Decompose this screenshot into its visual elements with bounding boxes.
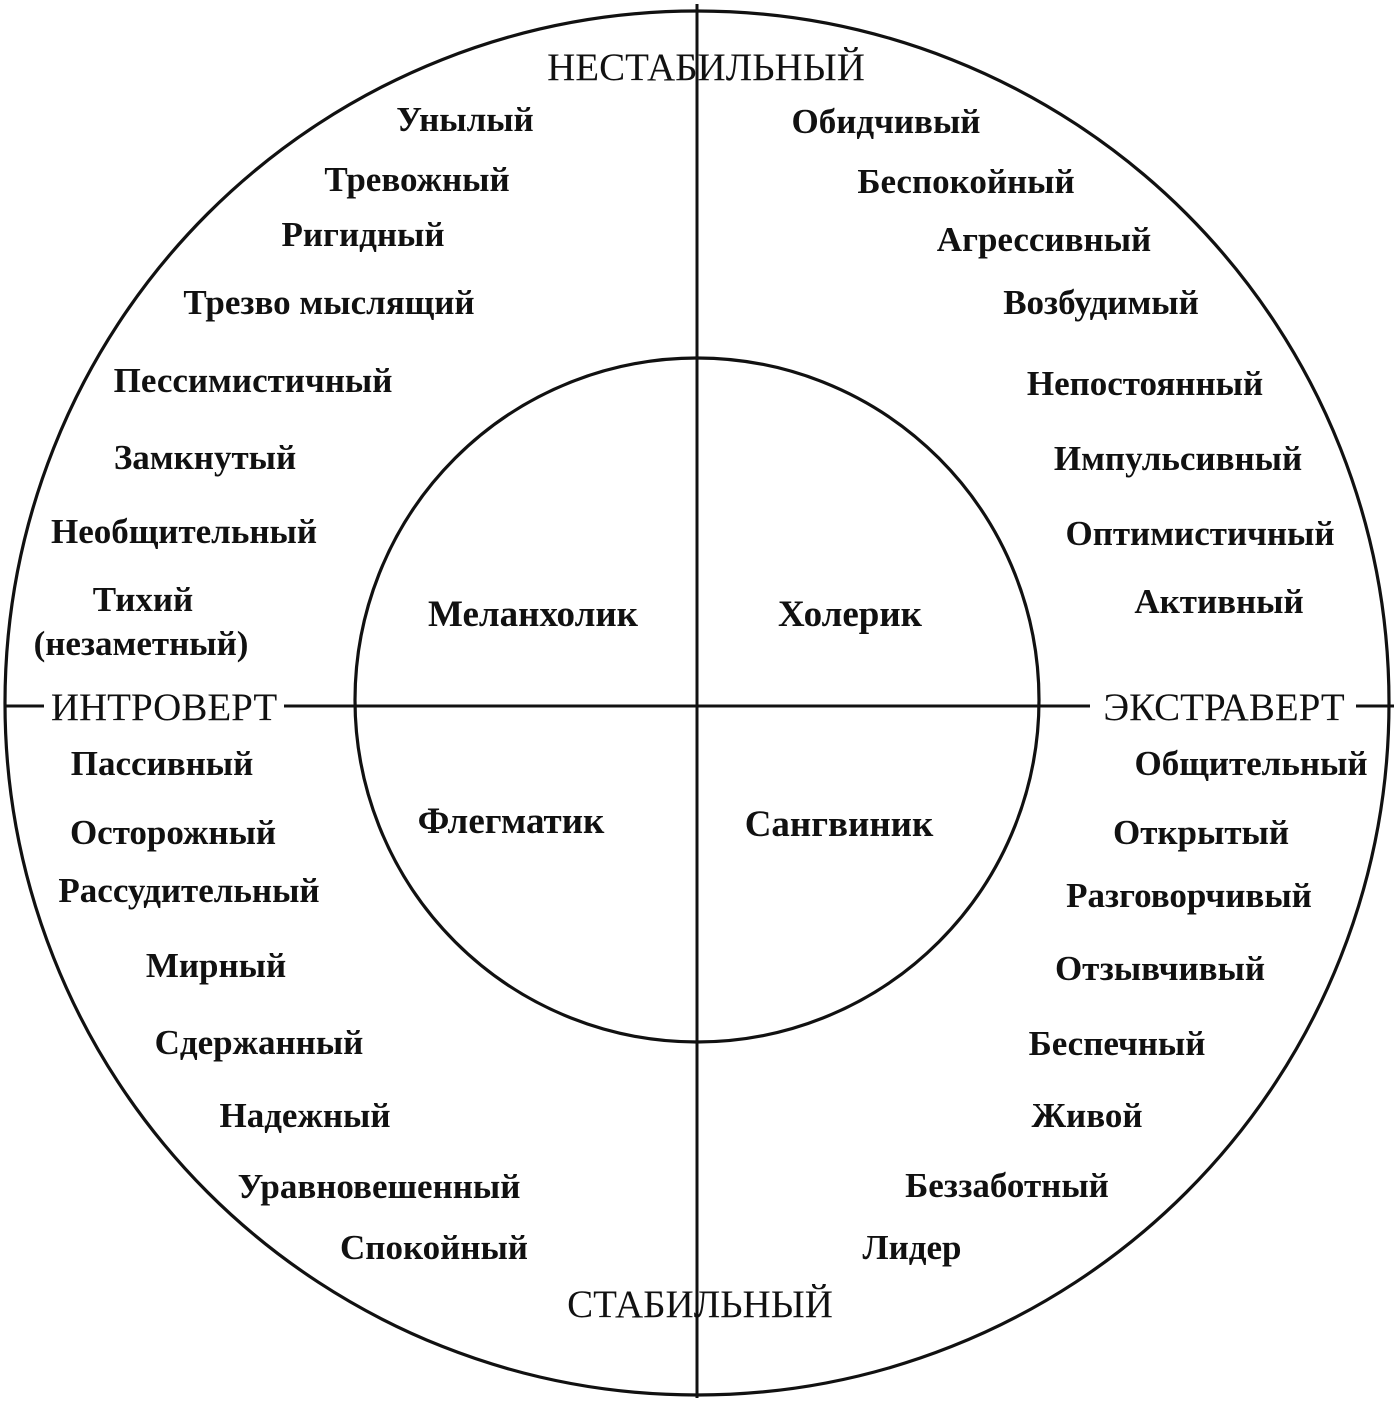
trait-choleric: Непостоянный xyxy=(1027,364,1263,403)
trait-melancholic: Замкнутый xyxy=(114,438,296,477)
temperament-melancholic: Меланхолик xyxy=(428,594,639,635)
trait-sanguine: Разговорчивый xyxy=(1066,876,1312,915)
trait-melancholic: Необщительный xyxy=(51,512,317,551)
trait-choleric: Агрессивный xyxy=(937,220,1151,259)
trait-melancholic: Унылый xyxy=(396,100,533,139)
axis-label-introvert: ИНТРОВЕРТ xyxy=(51,686,277,729)
trait-sanguine: Открытый xyxy=(1113,813,1289,852)
trait-melancholic: Пессимистичный xyxy=(114,361,393,400)
trait-phlegmatic: Надежный xyxy=(219,1096,390,1135)
trait-phlegmatic: Пассивный xyxy=(71,744,254,783)
trait-sanguine: Общительный xyxy=(1135,744,1368,783)
trait-phlegmatic: Мирный xyxy=(146,946,286,985)
axis-label-extravert: ЭКСТРАВЕРТ xyxy=(1103,686,1344,729)
trait-sanguine: Беспечный xyxy=(1029,1024,1206,1063)
temperament-phlegmatic: Флегматик xyxy=(418,801,605,842)
trait-melancholic: Тихий xyxy=(93,580,193,619)
trait-choleric: Активный xyxy=(1134,582,1303,621)
trait-choleric: Обидчивый xyxy=(792,102,981,141)
trait-sanguine: Беззаботный xyxy=(905,1166,1109,1205)
temperament-sanguine: Сангвиник xyxy=(745,804,934,845)
trait-sanguine: Лидер xyxy=(863,1228,962,1267)
trait-melancholic: (незаметный) xyxy=(34,624,249,663)
trait-sanguine: Отзывчивый xyxy=(1055,949,1265,988)
trait-choleric: Оптимистичный xyxy=(1065,514,1334,553)
trait-phlegmatic: Сдержанный xyxy=(155,1023,364,1062)
trait-phlegmatic: Осторожный xyxy=(70,813,276,852)
temperament-choleric: Холерик xyxy=(778,594,923,635)
trait-phlegmatic: Рассудительный xyxy=(58,871,319,910)
trait-melancholic: Ригидный xyxy=(282,215,445,254)
axis-label-stable: СТАБИЛЬНЫЙ xyxy=(567,1283,833,1326)
trait-phlegmatic: Спокойный xyxy=(340,1228,528,1267)
trait-choleric: Беспокойный xyxy=(857,162,1074,201)
axis-label-unstable: НЕСТАБИЛЬНЫЙ xyxy=(547,46,865,89)
trait-phlegmatic: Уравновешенный xyxy=(238,1167,521,1206)
trait-melancholic: Тревожный xyxy=(324,160,509,199)
trait-melancholic: Трезво мыслящий xyxy=(183,283,474,322)
trait-choleric: Возбудимый xyxy=(1003,283,1199,322)
trait-choleric: Импульсивный xyxy=(1054,439,1302,478)
trait-sanguine: Живой xyxy=(1031,1096,1142,1135)
